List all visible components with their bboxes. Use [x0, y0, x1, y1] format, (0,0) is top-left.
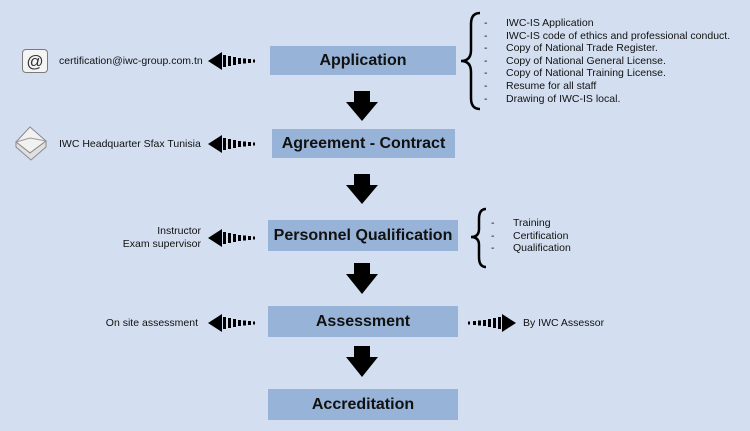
at-sign-icon: @ [22, 49, 48, 73]
left-arrow-application [208, 52, 255, 70]
role-instructor: Instructor [157, 225, 201, 237]
brace-qualification [470, 207, 487, 269]
list-item: Copy of National Trade Register. [484, 42, 730, 55]
step-application-label: Application [319, 51, 407, 69]
brace-application [460, 11, 481, 111]
list-item: Training [491, 217, 571, 230]
step-application: Application [270, 46, 456, 75]
assessment-right-label: By IWC Assessor [523, 317, 605, 329]
list-item: IWC-IS Application [484, 17, 730, 30]
step-assessment-label: Assessment [315, 312, 411, 330]
down-arrow-1 [346, 91, 378, 121]
list-item: Certification [491, 230, 571, 243]
step-agreement: Agreement - Contract [272, 129, 455, 158]
left-arrow-qualification [208, 229, 255, 247]
svg-text:@: @ [26, 52, 43, 71]
list-item: IWC-IS code of ethics and professional c… [484, 30, 730, 43]
qualification-list: Training Certification Qualification [491, 217, 571, 255]
application-contact: certification@iwc-group.com.tn [59, 55, 203, 67]
down-arrow-3 [346, 263, 378, 294]
right-arrow-assessment [468, 314, 516, 332]
application-requirements-list: IWC-IS Application IWC-IS code of ethics… [484, 17, 730, 105]
list-item: Copy of National General License. [484, 55, 730, 68]
list-item: Resume for all staff [484, 80, 730, 93]
down-arrow-4 [346, 346, 378, 377]
step-accreditation-label: Accreditation [311, 395, 415, 413]
list-item: Drawing of IWC-IS local. [484, 93, 730, 106]
step-personnel-qualification-label: Personnel Qualification [273, 226, 453, 244]
assessment-left-label: On site assessment [105, 317, 198, 329]
qualification-roles: Instructor Exam supervisor [123, 225, 201, 251]
role-exam-supervisor: Exam supervisor [122, 238, 201, 250]
step-agreement-label: Agreement - Contract [281, 134, 446, 152]
step-personnel-qualification: Personnel Qualification [268, 220, 458, 251]
step-assessment: Assessment [268, 306, 458, 337]
agreement-contact: IWC Headquarter Sfax Tunisia [59, 138, 201, 150]
list-item: Qualification [491, 242, 571, 255]
left-arrow-assessment [208, 314, 255, 332]
envelope-icon [15, 126, 47, 161]
list-item: Copy of National Training License. [484, 67, 730, 80]
down-arrow-2 [346, 174, 378, 204]
left-arrow-agreement [208, 135, 255, 153]
step-accreditation: Accreditation [268, 389, 458, 420]
